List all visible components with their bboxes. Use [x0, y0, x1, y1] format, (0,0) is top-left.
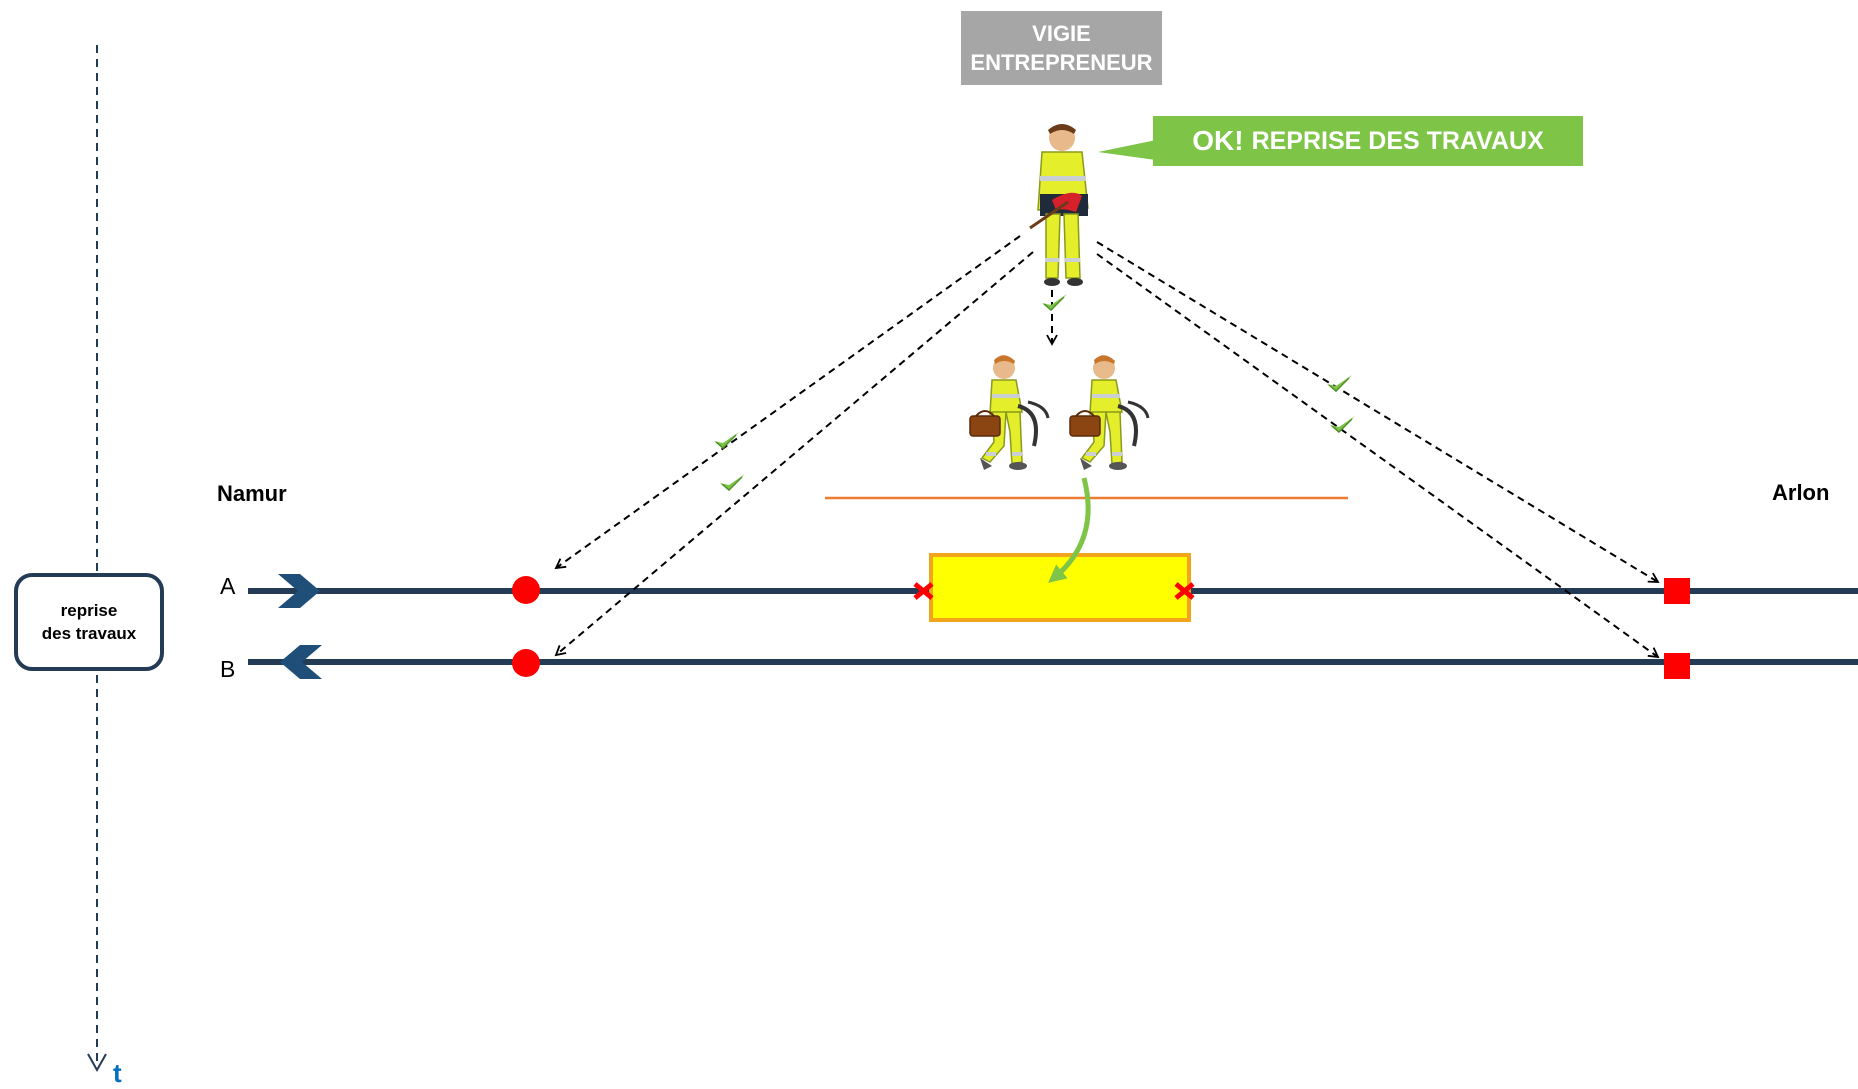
stop-signal-icon — [512, 576, 540, 604]
bubble-text: REPRISE DES TRAVAUX — [1251, 126, 1544, 155]
check-icon — [1041, 293, 1068, 312]
x-marker-icon — [913, 582, 934, 600]
worker-icon — [968, 353, 1050, 472]
check-icon — [719, 473, 746, 492]
speech-bubble: OK! REPRISE DES TRAVAUX — [1153, 116, 1583, 166]
work-zone — [929, 553, 1191, 622]
vigie-line2: ENTREPRENEUR — [970, 50, 1153, 75]
stop-signal-icon — [512, 649, 540, 677]
phase-box: reprise des travaux — [14, 573, 164, 671]
vigie-entrepreneur-label: VIGIE ENTREPRENEUR — [961, 11, 1162, 85]
communication-arrows — [554, 235, 1660, 659]
check-icon — [1326, 374, 1353, 393]
stop-signal-icon — [1664, 578, 1690, 604]
track-b-label: B — [220, 656, 236, 682]
speech-bubble-tail — [1098, 140, 1156, 160]
time-axis-arrowhead — [87, 1053, 107, 1073]
stop-signal-icon — [1664, 653, 1690, 679]
direction-chevron-icon — [278, 574, 320, 608]
direction-chevron-icon — [280, 645, 322, 679]
vigie-line1: VIGIE — [1032, 21, 1091, 46]
station-left: Namur — [217, 481, 287, 506]
green-arrow — [1048, 477, 1091, 583]
worker-icon — [1068, 353, 1150, 472]
phase-line2: des travaux — [41, 624, 137, 643]
time-axis-label: t — [113, 1058, 122, 1088]
phase-line1: reprise — [60, 601, 118, 620]
lookout-figure-icon — [1029, 124, 1089, 286]
bubble-ok: OK! — [1192, 125, 1244, 156]
x-marker-icon — [1174, 582, 1195, 600]
track-a-label: A — [220, 573, 236, 599]
station-right: Arlon — [1772, 480, 1830, 505]
